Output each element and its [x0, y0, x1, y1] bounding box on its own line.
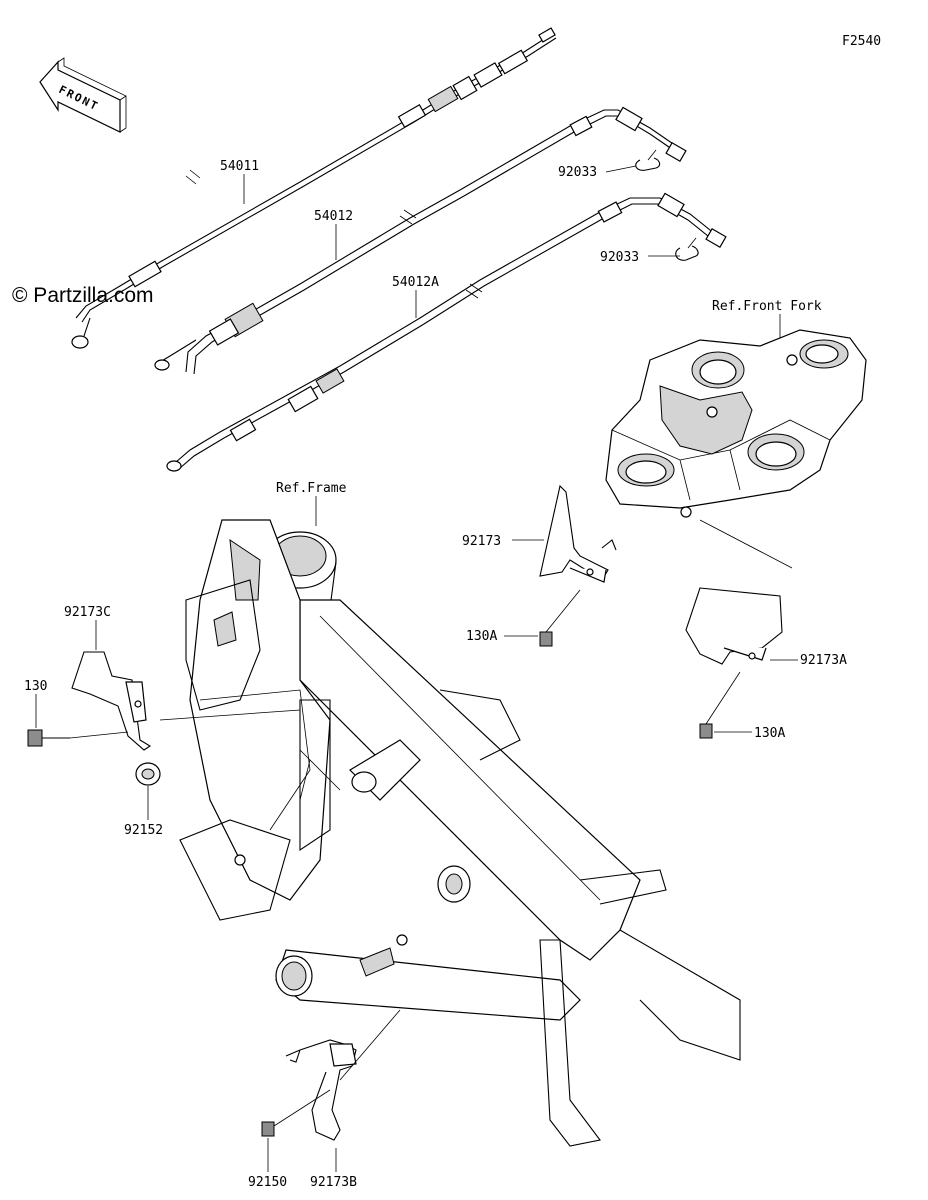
label-92173: 92173: [462, 534, 501, 549]
figure-code: F2540: [842, 34, 881, 49]
label-92150: 92150: [248, 1175, 287, 1190]
cable-54011[interactable]: [71, 27, 557, 349]
cable-54012[interactable]: [154, 106, 687, 375]
bolt-130a-upper[interactable]: [539, 589, 581, 647]
label-92152: 92152: [124, 823, 163, 838]
bolt-130[interactable]: [27, 729, 129, 747]
bolt-92150[interactable]: [261, 1089, 331, 1137]
guide-92173b[interactable]: [285, 1039, 357, 1141]
clip-92033-bottom[interactable]: [675, 237, 699, 261]
label-54012: 54012: [314, 209, 353, 224]
front-fork-bracket: [605, 329, 867, 569]
bolt-130a-lower[interactable]: [699, 671, 741, 739]
label-92173b: 92173B: [310, 1175, 357, 1190]
collar-92152[interactable]: [135, 762, 161, 786]
ref-front-fork-label: Ref.Front Fork: [712, 299, 822, 314]
label-54012a: 54012A: [392, 275, 439, 290]
guide-92173[interactable]: [539, 484, 617, 583]
label-54011: 54011: [220, 159, 259, 174]
front-arrow-icon: FRONT: [39, 57, 127, 133]
label-130: 130: [24, 679, 47, 694]
guide-92173a[interactable]: [685, 587, 783, 665]
label-130a-lower: 130A: [754, 726, 785, 741]
label-92173a: 92173A: [800, 653, 847, 668]
label-92033-bottom: 92033: [600, 250, 639, 265]
guide-92173c[interactable]: [71, 651, 152, 751]
clip-92033-top[interactable]: [635, 149, 661, 171]
label-130a-upper: 130A: [466, 629, 497, 644]
watermark: © Partzilla.com: [12, 284, 154, 307]
label-92033-top: 92033: [558, 165, 597, 180]
cable-54012a[interactable]: [166, 192, 727, 472]
label-92173c: 92173C: [64, 605, 111, 620]
ref-frame-label: Ref.Frame: [276, 481, 347, 496]
frame-assembly: [159, 519, 741, 1147]
